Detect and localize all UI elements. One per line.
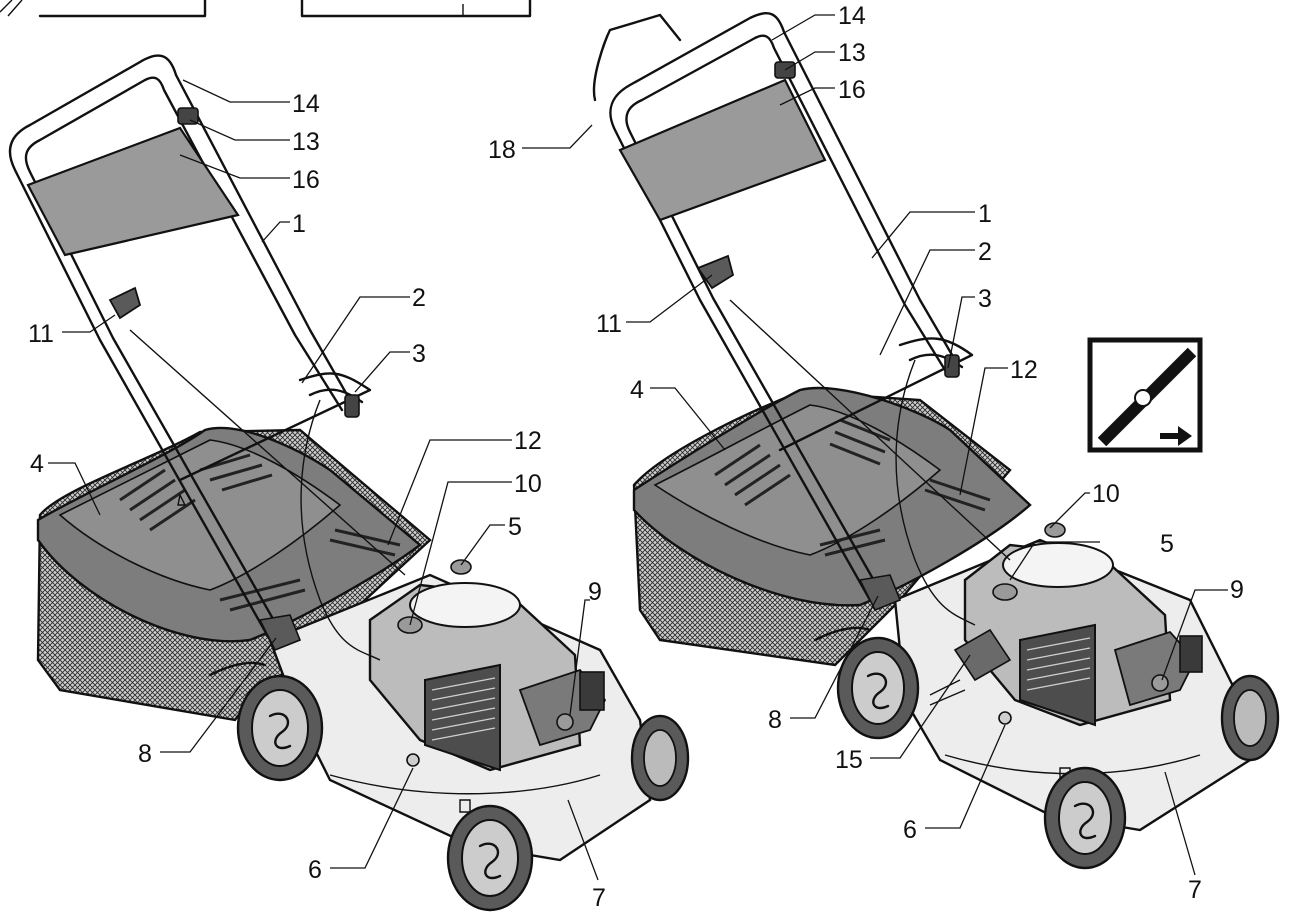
callout-a-14: 14 <box>292 90 320 118</box>
callout-b-10: 10 <box>1092 480 1120 508</box>
callout-b-2: 2 <box>978 238 992 266</box>
blade-direction-icon <box>1087 337 1203 453</box>
callout-b-16: 16 <box>838 76 866 104</box>
callout-b-13: 13 <box>838 39 866 67</box>
callout-a-8: 8 <box>138 740 152 768</box>
wheels-b <box>836 636 1280 870</box>
callout-a-9: 9 <box>588 578 602 606</box>
callout-b-18: 18 <box>488 136 516 164</box>
callout-b-4: 4 <box>630 376 644 404</box>
callout-b-7: 7 <box>1188 876 1202 904</box>
labels-b: 14 13 16 18 1 2 3 12 11 4 10 5 9 8 15 6 … <box>488 2 1244 904</box>
engine-a <box>368 559 607 772</box>
callout-a-2: 2 <box>412 284 426 312</box>
callout-b-3: 3 <box>978 285 992 313</box>
callout-b-11: 11 <box>596 310 622 338</box>
callout-b-8: 8 <box>768 706 782 734</box>
handle-a <box>8 54 406 661</box>
callout-a-10: 10 <box>514 470 542 498</box>
callout-a-7: 7 <box>592 884 606 912</box>
callout-b-6: 6 <box>903 816 917 844</box>
callout-b-9: 9 <box>1230 576 1244 604</box>
handle-b <box>592 12 1011 706</box>
callout-a-3: 3 <box>412 340 426 368</box>
callout-a-5: 5 <box>508 513 522 541</box>
callout-a-16: 16 <box>292 166 320 194</box>
top-crop-frames <box>0 0 532 18</box>
callout-b-14: 14 <box>838 2 866 30</box>
mower-a: 14 13 16 1 2 3 11 4 12 10 5 9 8 6 7 <box>8 54 690 912</box>
leaders-b <box>522 14 1228 876</box>
callout-a-13: 13 <box>292 128 320 156</box>
engine-b <box>953 522 1203 727</box>
callout-a-4: 4 <box>30 450 44 478</box>
mower-b: 14 13 16 18 1 2 3 12 11 4 10 5 9 8 15 6 … <box>488 2 1280 904</box>
callout-a-12: 12 <box>514 427 542 455</box>
callout-b-15: 15 <box>835 746 863 774</box>
callout-a-6: 6 <box>308 856 322 884</box>
labels-a: 14 13 16 1 2 3 11 4 12 10 5 9 8 6 7 <box>28 90 606 912</box>
leaders-a <box>48 79 599 881</box>
wheels-a <box>236 674 690 912</box>
callout-b-5: 5 <box>1160 530 1174 558</box>
callout-b-12: 12 <box>1010 356 1038 384</box>
grass-catcher-b <box>632 386 1032 667</box>
callout-a-11: 11 <box>28 320 54 348</box>
callout-b-1: 1 <box>978 200 992 228</box>
callout-a-1: 1 <box>292 210 306 238</box>
